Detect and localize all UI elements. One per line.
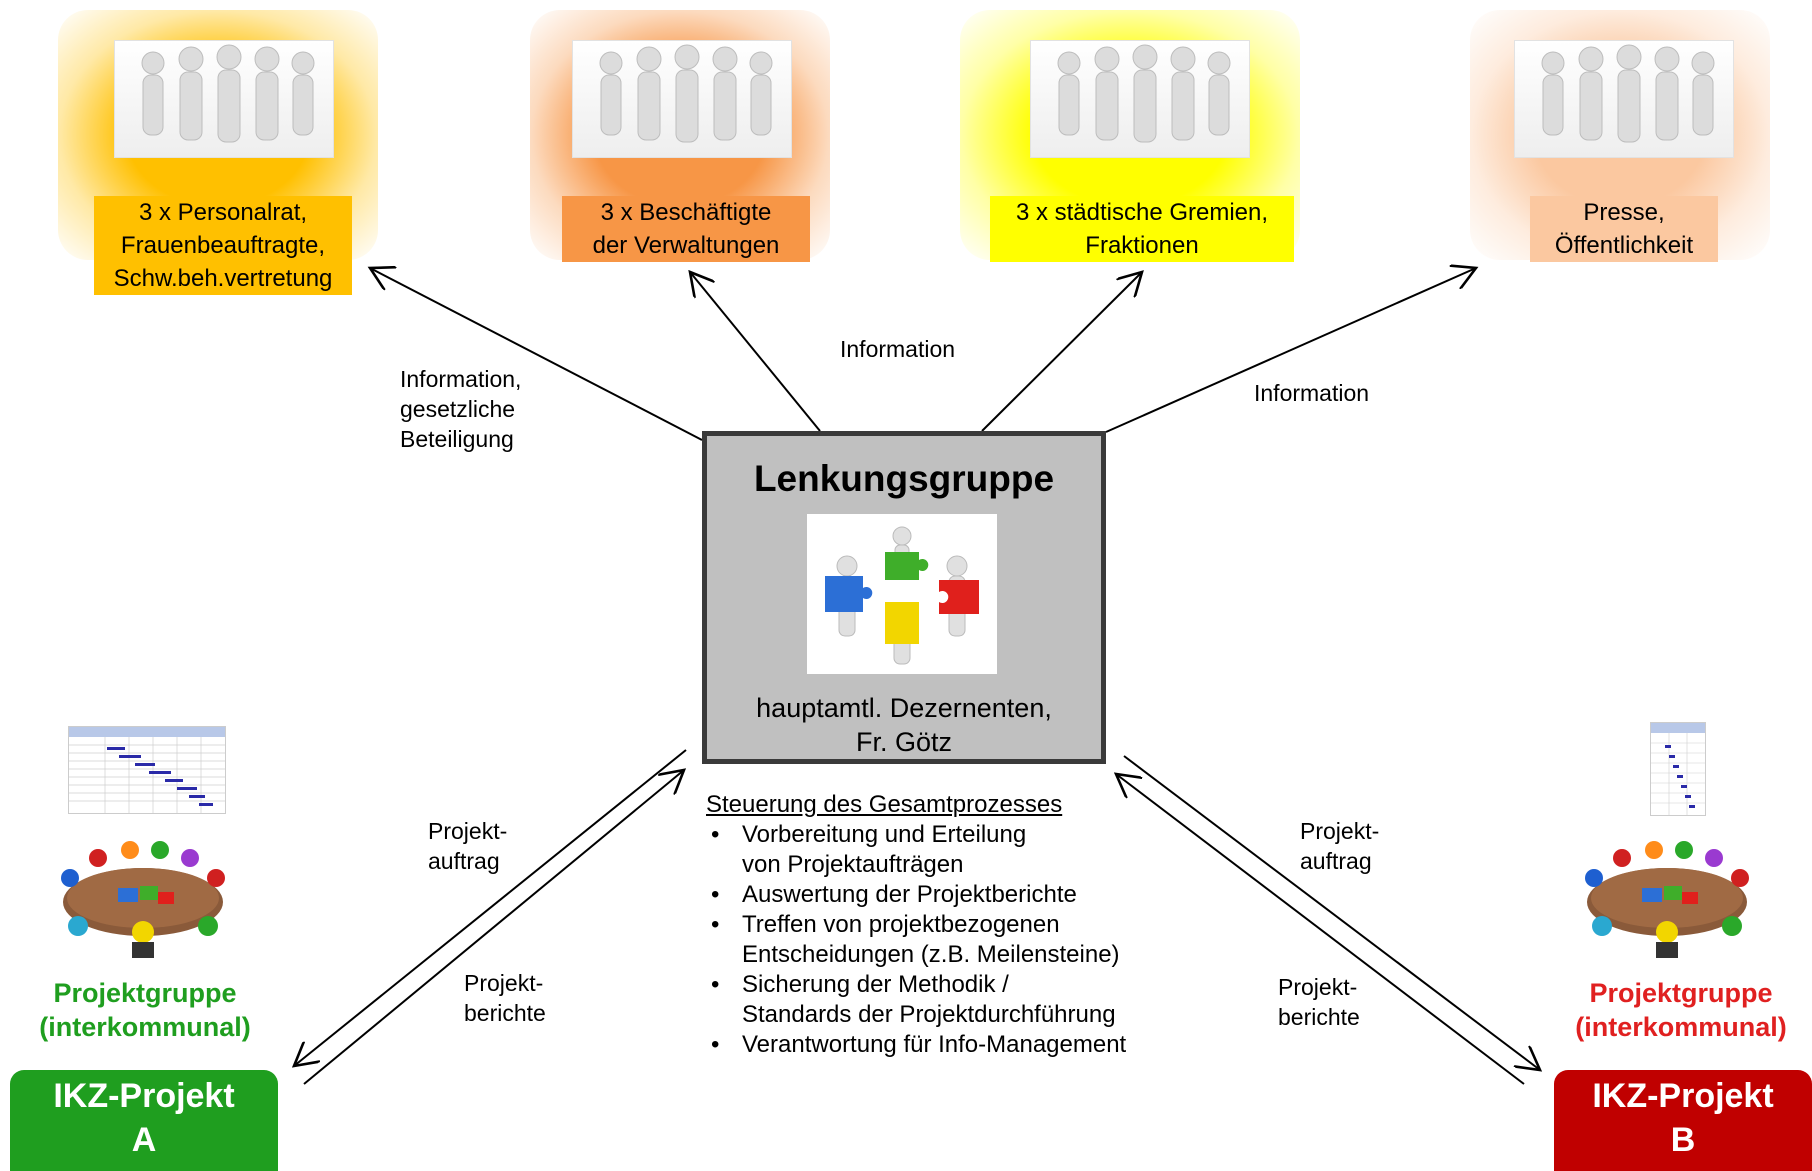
stakeholder-line: Fraktionen [1085, 232, 1199, 259]
stakeholder-presse: Presse, Öffentlichkeit [1530, 196, 1718, 262]
list-item-line: Sicherung der Methodik / [742, 971, 1009, 998]
list-item: Verantwortung für Info-Management [706, 1030, 1186, 1060]
list-item: Sicherung der Methodik / Standards der P… [706, 970, 1186, 1030]
label-auftrag-left: Projekt- auftrag [428, 816, 507, 876]
label-berichte-left: Projekt- berichte [464, 968, 546, 1028]
label-line: Projekt- [464, 970, 544, 996]
projektgruppe-a-label: Projektgruppe (interkommunal) [20, 976, 270, 1044]
list-item: Vorbereitung und Erteilung von Projektau… [706, 820, 1186, 880]
project-title-line: IKZ-Projekt [53, 1077, 235, 1115]
arrow-icon [1105, 268, 1476, 433]
label-line: Projekt- [428, 818, 508, 844]
arrow-icon [303, 770, 684, 1085]
stakeholder-beschaeftigte: 3 x Beschäftigte der Verwaltungen [562, 196, 810, 262]
list-item: Treffen von projektbezogenen Entscheidun… [706, 910, 1186, 970]
stakeholder-line: Presse, [1583, 199, 1665, 226]
label-line: Projekt- [1278, 974, 1358, 1000]
lenkungsgruppe-title: Lenkungsgruppe [753, 458, 1055, 499]
stakeholder-line: 3 x städtische Gremien, [1015, 199, 1269, 226]
lenkungsgruppe-members: hauptamtl. Dezernenten, Fr. Götz [707, 691, 1101, 759]
arrow-icon [370, 268, 703, 441]
label-line: berichte [1278, 1004, 1360, 1030]
puzzle-team-icon [807, 514, 997, 674]
project-title-line: A [131, 1121, 157, 1159]
project-title-line: IKZ-Projekt [1592, 1077, 1774, 1115]
label-line: auftrag [1300, 848, 1372, 874]
ikz-projekt-a: IKZ-Projekt A [10, 1070, 278, 1171]
members-line: Fr. Götz [855, 727, 953, 757]
members-line: hauptamtl. Dezernenten, [756, 693, 1052, 723]
group-line: (interkommunal) [39, 1012, 251, 1042]
people-group-icon [114, 40, 334, 158]
gantt-chart-icon [1650, 722, 1706, 816]
people-group-icon [1030, 40, 1250, 158]
label-information-right: Information [1254, 380, 1370, 406]
arrow-icon [690, 272, 821, 432]
projektgruppe-b-label: Projektgruppe (interkommunal) [1556, 976, 1806, 1044]
stakeholder-line: Schw.beh.vertretung [113, 265, 333, 292]
label-line: Projekt- [1300, 818, 1380, 844]
label-information-middle: Information [840, 336, 956, 362]
meeting-table-icon [48, 830, 238, 960]
label-line: auftrag [428, 848, 500, 874]
stakeholder-line: der Verwaltungen [592, 232, 780, 259]
tasks-list: Steuerung des Gesamtprozesses Vorbereitu… [706, 790, 1186, 1060]
meeting-table-icon [1572, 830, 1762, 960]
label-information-left: Information, gesetzliche Beteiligung [400, 364, 521, 454]
arrow-icon [1123, 755, 1540, 1070]
label-line: gesetzliche [400, 396, 516, 422]
stakeholder-line: Frauenbeauftragte, [120, 232, 326, 259]
stakeholder-line: Öffentlichkeit [1554, 232, 1694, 259]
group-line: Projektgruppe [1589, 978, 1773, 1008]
stakeholder-gremien: 3 x städtische Gremien, Fraktionen [990, 196, 1294, 262]
list-item-line: Verantwortung für Info-Management [742, 1031, 1127, 1058]
label-line: berichte [464, 1000, 546, 1026]
arrow-icon [981, 272, 1142, 432]
list-item-line: Standards der Projektdurchführung [742, 1001, 1116, 1028]
project-title-line: B [1670, 1121, 1696, 1159]
group-line: (interkommunal) [1575, 1012, 1787, 1042]
list-item-line: Entscheidungen (z.B. Meilensteine) [742, 941, 1120, 968]
lenkungsgruppe-box: Lenkungsgruppe hauptamtl. Dezernenten, F… [702, 431, 1106, 764]
stakeholder-personalrat: 3 x Personalrat, Frauenbeauftragte, Schw… [94, 196, 352, 295]
list-item-line: von Projektaufträgen [742, 851, 964, 878]
stakeholder-line: 3 x Personalrat, [138, 199, 308, 226]
label-line: Beteiligung [400, 426, 514, 452]
people-group-icon [1514, 40, 1734, 158]
list-item: Auswertung der Projektberichte [706, 880, 1186, 910]
stakeholder-line: 3 x Beschäftigte [600, 199, 772, 226]
arrow-icon [294, 749, 687, 1066]
gantt-chart-icon [68, 726, 226, 814]
list-item-line: Treffen von projektbezogenen [742, 911, 1060, 938]
tasks-heading: Steuerung des Gesamtprozesses [706, 791, 1063, 818]
label-line: Information, [400, 366, 522, 392]
list-item-line: Vorbereitung und Erteilung [742, 821, 1027, 848]
ikz-projekt-b: IKZ-Projekt B [1554, 1070, 1812, 1171]
label-auftrag-right: Projekt- auftrag [1300, 816, 1379, 876]
people-group-icon [572, 40, 792, 158]
label-berichte-right: Projekt- berichte [1278, 972, 1360, 1032]
group-line: Projektgruppe [53, 978, 237, 1008]
list-item-line: Auswertung der Projektberichte [742, 881, 1077, 908]
